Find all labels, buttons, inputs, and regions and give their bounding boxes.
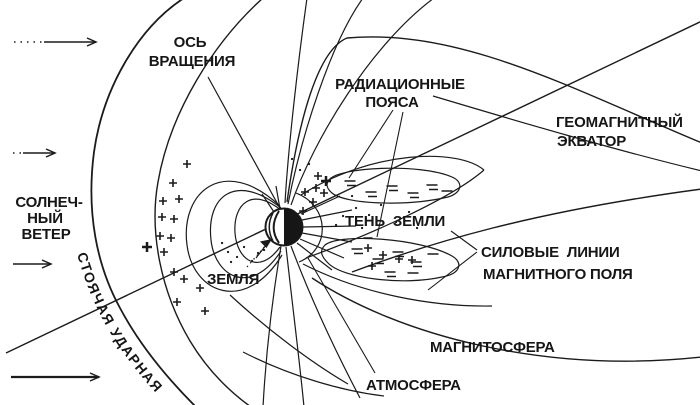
field-lines-label: МАГНИТНОГО ПОЛЯ xyxy=(483,266,633,283)
geomagnetic-equator-line xyxy=(5,21,700,354)
magnetopause-curve xyxy=(154,0,262,405)
field-lines-label: СИЛОВЫЕ ЛИНИИ xyxy=(481,244,620,261)
diagram-labels: ОСЬ ВРАЩЕНИЯ РАДИАЦИОННЫЕ ПОЯСА ГЕОМАГНИ… xyxy=(15,34,683,396)
dayside-field-line-loop xyxy=(234,198,283,263)
radiation-belts-leader-line xyxy=(376,111,404,238)
leader-lines xyxy=(246,109,478,374)
tail-field-line xyxy=(351,188,700,273)
dayside-field-line-loop xyxy=(185,180,283,292)
atmosphere-leader-line xyxy=(307,257,376,374)
earth-label: ЗЕМЛЯ xyxy=(207,271,259,288)
radiation-belt-lobes xyxy=(321,167,461,282)
earth-shading-arc xyxy=(268,212,274,242)
bow-shock-curve xyxy=(90,0,196,405)
radiation-belt-upper-lobe xyxy=(326,167,461,204)
earth-field-spokes xyxy=(255,185,357,271)
radiation-belts-leader-line xyxy=(348,109,394,179)
radiation-belt-lower-lobe xyxy=(321,237,460,282)
tail-field-lines-bottom xyxy=(229,245,700,405)
solar-wind-label: ВЕТЕР xyxy=(21,226,70,243)
tail-field-line xyxy=(290,0,433,206)
radiation-belts-label: ПОЯСА xyxy=(365,94,419,111)
solar-wind-arrows xyxy=(11,37,101,382)
earth-shadow-label: ТЕНЬ ЗЕМЛИ xyxy=(345,213,445,230)
tail-field-line xyxy=(287,0,363,205)
plus-charge-marks xyxy=(156,160,416,315)
rotation-axis-label: ВРАЩЕНИЯ xyxy=(149,53,235,70)
tail-field-line xyxy=(285,246,305,405)
earth-shading-arc xyxy=(272,210,280,244)
tail-field-line xyxy=(229,294,349,385)
rotation-axis-label: ОСЬ xyxy=(174,34,207,51)
dayside-field-line-loops xyxy=(185,180,283,292)
plus-charge-marks-bold xyxy=(142,176,331,252)
tail-field-line xyxy=(242,351,385,397)
tail-field-line xyxy=(302,263,493,307)
geomagnetic-equator-label: ЭКВАТОР xyxy=(557,133,626,150)
earth-night-side xyxy=(284,208,303,246)
solar-wind-label: СОЛНЕЧ- xyxy=(15,194,82,211)
tail-field-line xyxy=(284,0,308,204)
solar-wind-label: НЫЙ xyxy=(27,209,63,227)
dayside-field-line-loop xyxy=(209,189,282,279)
tail-field-line xyxy=(286,36,700,203)
tail-field-line xyxy=(262,245,282,405)
magnetosphere-label: МАГНИТОСФЕРА xyxy=(430,339,555,356)
speckle-dots xyxy=(220,157,419,264)
inner-boundary-arc xyxy=(295,192,323,263)
tail-field-line xyxy=(311,277,700,362)
shadow-cone-lower-edge xyxy=(305,169,485,259)
radiation-belts-label: РАДИАЦИОННЫЕ xyxy=(335,76,465,93)
tail-field-line xyxy=(432,95,700,172)
atmosphere-label: АТМОСФЕРА xyxy=(366,377,461,394)
field-lines-leader-line xyxy=(427,251,478,291)
field-lines-leader-line xyxy=(450,230,478,251)
earth xyxy=(255,185,357,271)
geomagnetic-equator-label: ГЕОМАГНИТНЫЙ xyxy=(556,113,683,131)
tail-field-line xyxy=(290,245,361,399)
bow-shock-label-text: СТОЯЧАЯ УДАРНАЯ xyxy=(74,250,165,396)
tail-field-lines-top xyxy=(284,0,700,273)
